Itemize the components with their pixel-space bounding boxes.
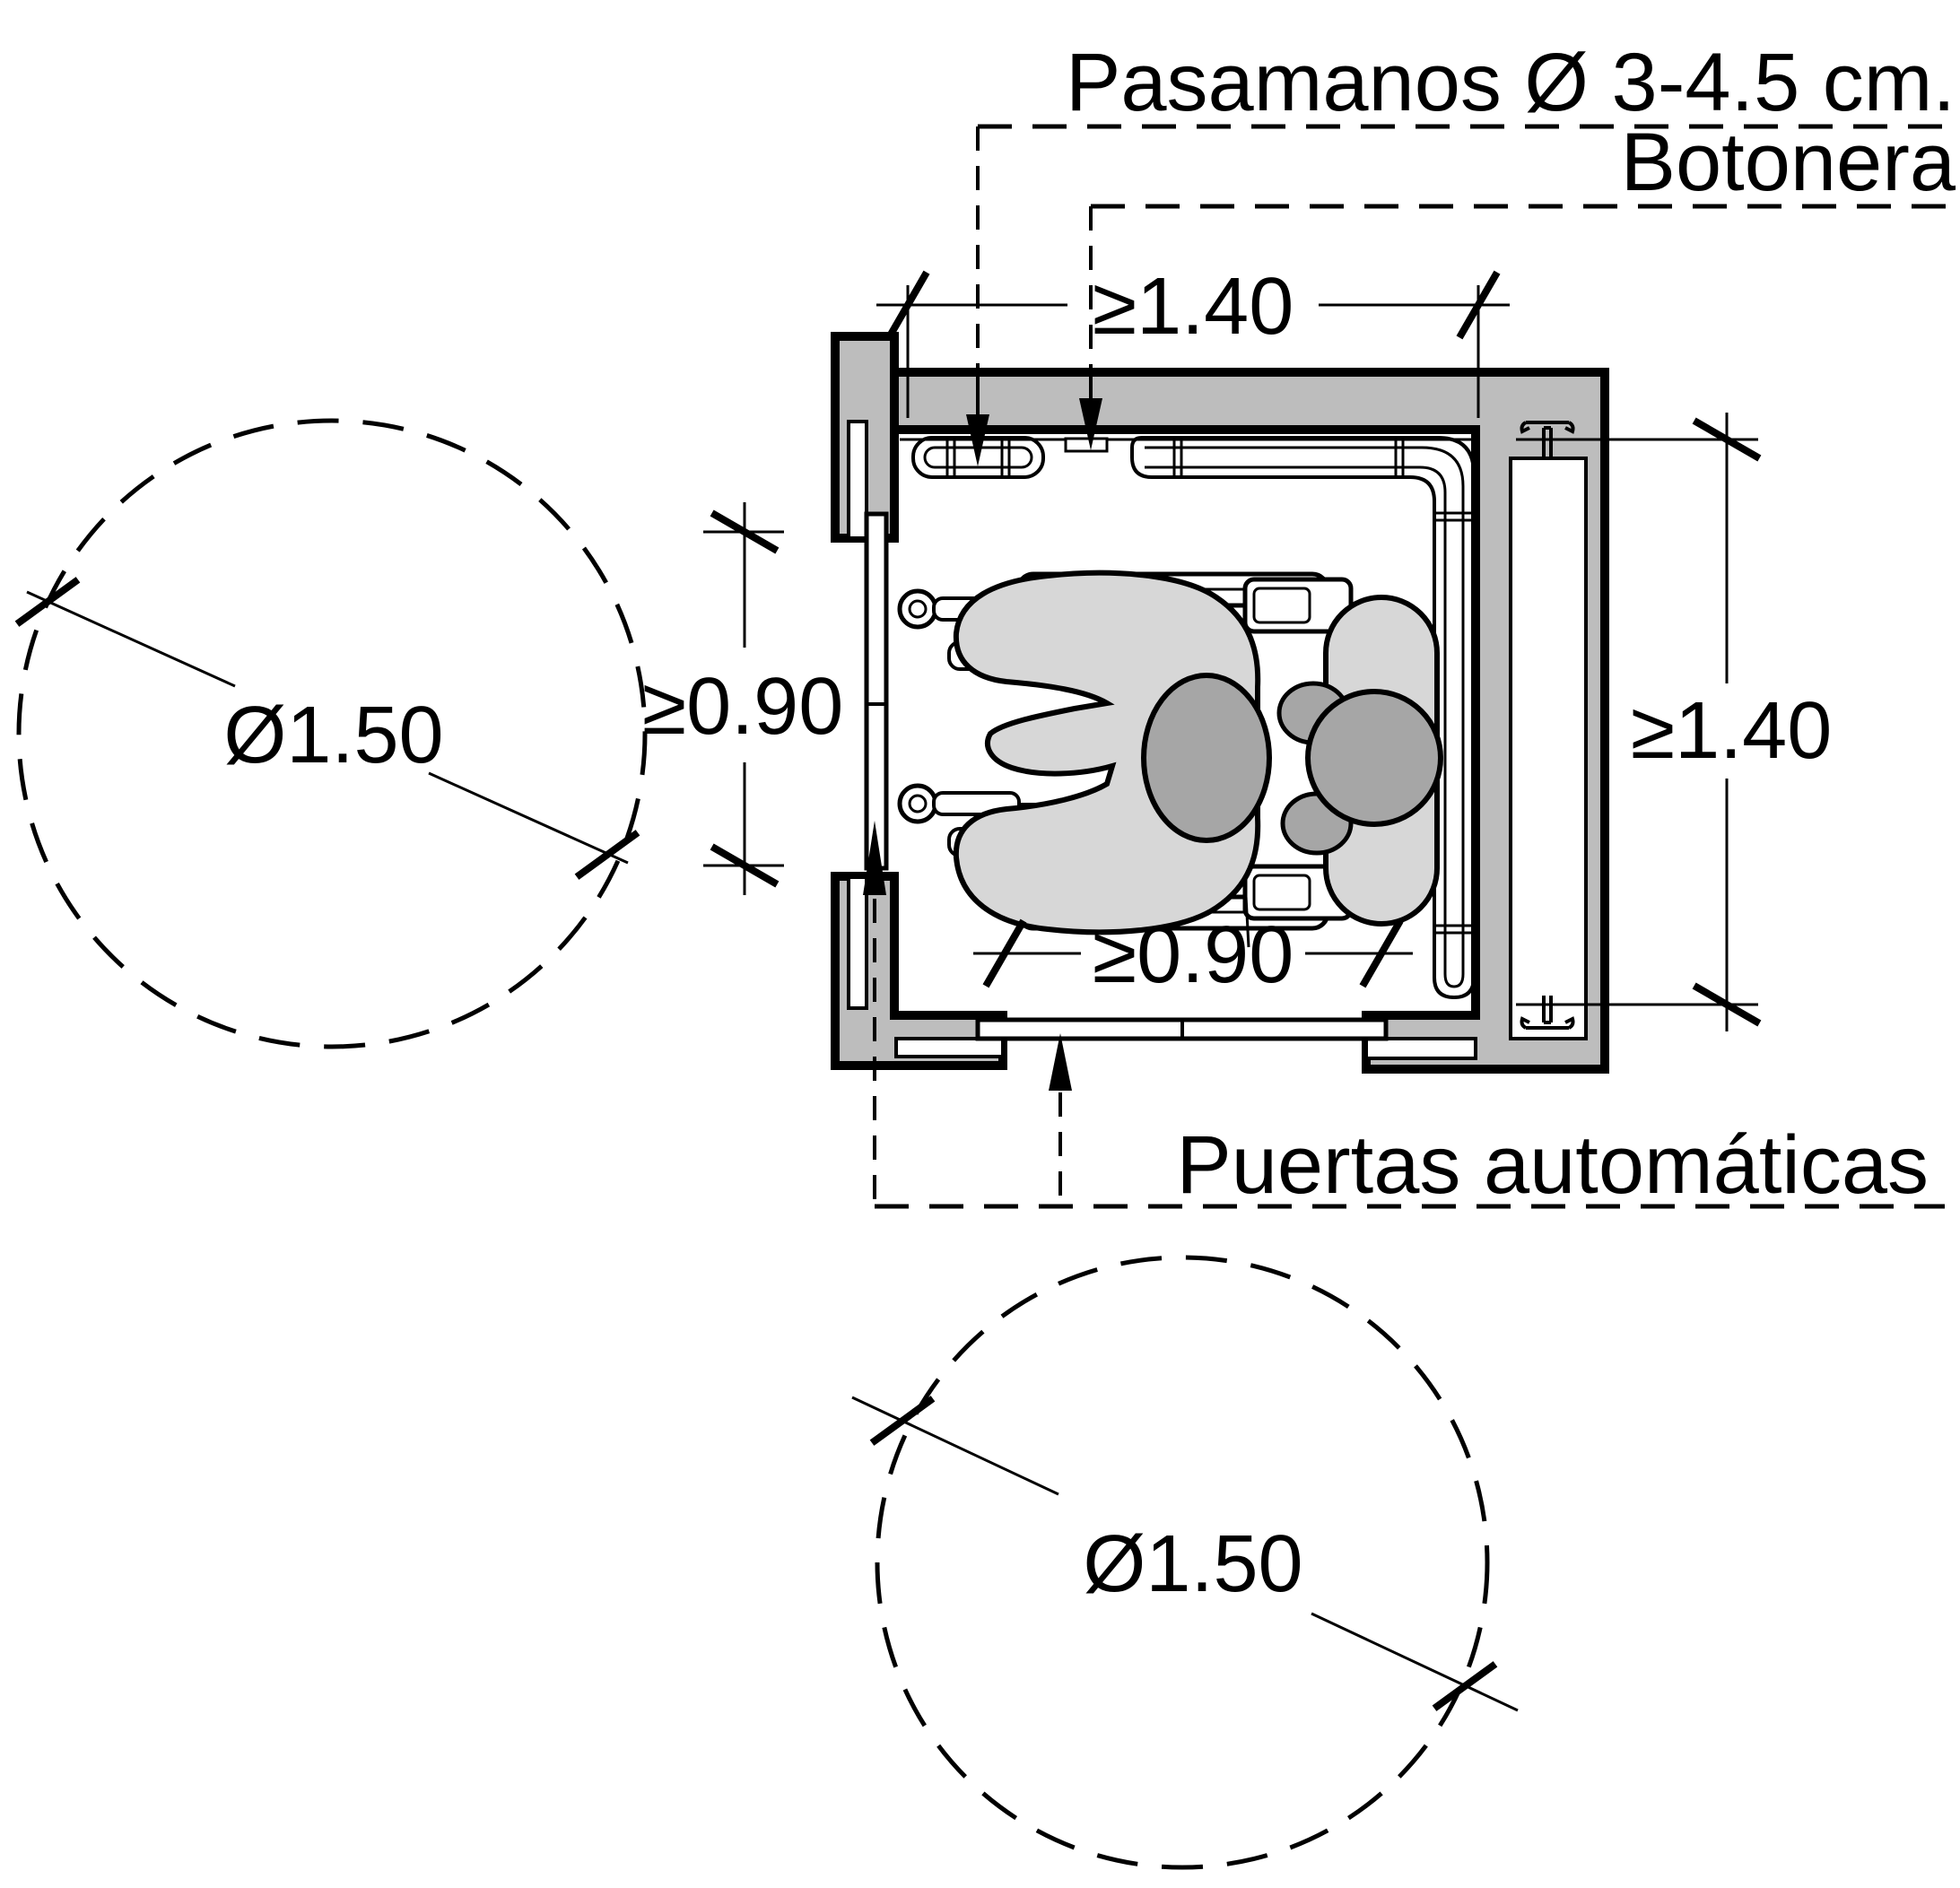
person-head-front <box>1305 689 1443 827</box>
dim-top-width-text: ≥1.40 <box>1093 262 1294 352</box>
door-pocket-top-left <box>847 420 868 540</box>
diameter-line <box>428 771 629 865</box>
button-panel <box>1064 437 1109 453</box>
guide-rail-icon-bottom <box>1520 996 1575 1030</box>
tick <box>14 577 81 627</box>
wheelchair-user <box>897 570 1443 948</box>
diameter-line <box>1311 1612 1519 1712</box>
automatic-doors <box>864 511 1389 1041</box>
handrails <box>900 436 1476 1000</box>
label-botonera: Botonera <box>1621 117 1956 208</box>
door-pocket-bottom-left <box>847 875 868 1010</box>
diameter-line <box>851 1396 1059 1496</box>
tick <box>574 830 640 880</box>
dimension-front-door <box>973 918 1413 988</box>
push-handle-top-grip <box>908 599 928 619</box>
turning-circle <box>875 1255 1490 1870</box>
leader-pasamanos <box>966 124 1960 466</box>
tick <box>710 509 780 554</box>
wall-stub-bottom-left <box>831 872 1007 1070</box>
tick <box>869 1396 936 1446</box>
dim-right-depth-text: ≥1.40 <box>1631 686 1833 776</box>
guide-rails <box>1520 421 1575 1030</box>
arrowhead-icon <box>863 821 886 895</box>
turning-circle <box>16 418 648 1049</box>
tick <box>1692 982 1762 1027</box>
arrowhead-icon <box>1049 1033 1072 1091</box>
door-pocket-bottom-wall-right <box>1364 1037 1477 1060</box>
turning-circle-left <box>14 418 648 1049</box>
dimension-right-depth <box>1516 413 1762 1031</box>
footrest-bottom-plate <box>1252 874 1311 911</box>
person-torso-arms <box>953 570 1261 935</box>
tick <box>1692 417 1762 462</box>
tick <box>885 270 930 340</box>
tick <box>1359 918 1404 988</box>
tick <box>710 843 780 888</box>
label-pasamanos: Pasamanos Ø 3-4.5 cm. <box>1066 37 1956 128</box>
person-head <box>1141 673 1272 843</box>
tick <box>1456 270 1501 340</box>
dim-side-door-text: ≥0.90 <box>642 662 844 752</box>
guide-rail-icon-top <box>1520 421 1575 457</box>
arrowhead-icon <box>1079 398 1102 450</box>
door-pocket-bottom-wall-left <box>894 1037 1005 1058</box>
turning-circle-left-text: Ø1.50 <box>223 691 443 780</box>
diameter-line <box>26 590 236 688</box>
turning-circle-bottom <box>851 1255 1519 1870</box>
leader-botonera <box>1079 204 1960 450</box>
arrowhead-icon <box>966 414 989 466</box>
tick <box>982 918 1027 988</box>
dim-front-door-text: ≥0.90 <box>1093 910 1294 1000</box>
elevator-walls <box>831 332 1609 1074</box>
handrail-right-L <box>1130 436 1476 1000</box>
push-handle-bottom-grip <box>908 794 928 813</box>
dimension-side-door <box>703 502 784 895</box>
footrest-top-plate <box>1252 587 1311 624</box>
label-puertas: Puertas automáticas <box>1176 1119 1929 1211</box>
handrail-right-L-inner <box>1145 446 1465 988</box>
turning-circle-bottom-text: Ø1.50 <box>1083 1519 1302 1609</box>
tick <box>1432 1661 1498 1711</box>
side-door-leaf <box>864 511 889 871</box>
shaft-recess <box>1509 457 1588 1040</box>
dimension-top-width <box>876 270 1510 418</box>
leader-puertas <box>863 821 1945 1209</box>
